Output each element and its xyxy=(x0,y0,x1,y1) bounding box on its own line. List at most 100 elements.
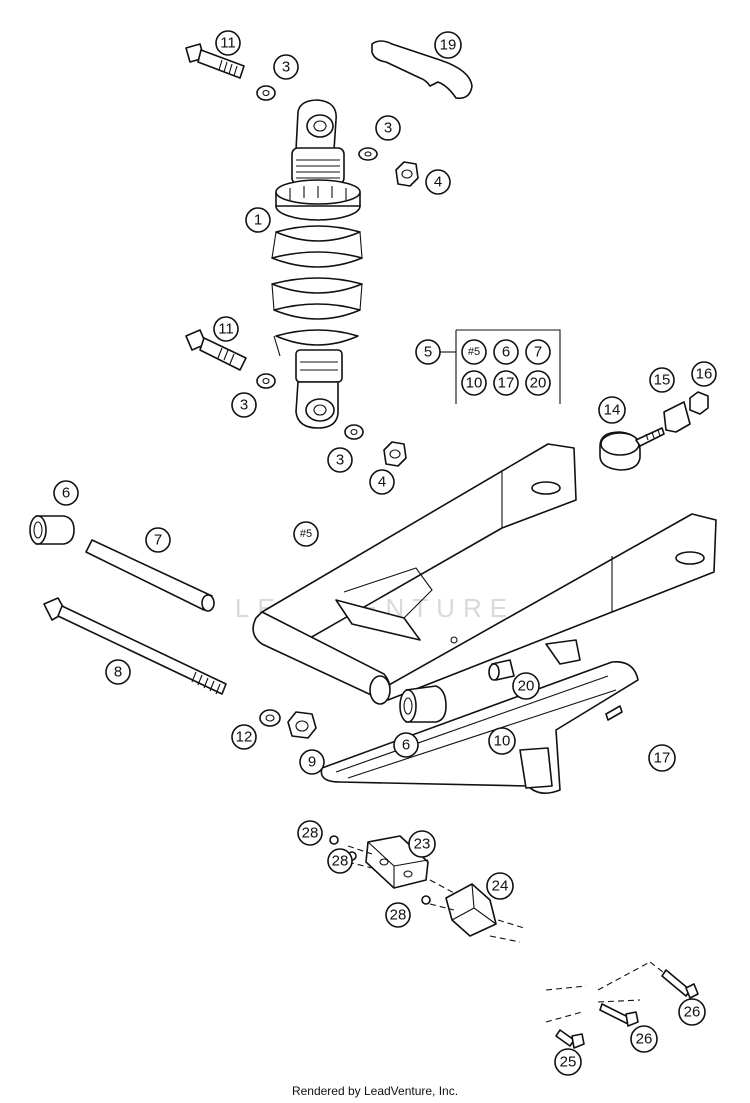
svg-text:28: 28 xyxy=(390,907,407,924)
callout-17: 17 xyxy=(648,744,676,772)
svg-text:#5: #5 xyxy=(468,346,480,358)
callout-25: 25 xyxy=(554,1048,582,1076)
callout-9: 9 xyxy=(299,749,325,775)
bushing-6-left-icon xyxy=(29,515,75,545)
callout-20: 20 xyxy=(512,672,540,700)
bolt-25-icon xyxy=(555,1029,585,1049)
svg-text:20: 20 xyxy=(518,678,535,695)
svg-text:10: 10 xyxy=(466,375,483,392)
svg-text:3: 3 xyxy=(240,397,248,414)
svg-text:8: 8 xyxy=(114,664,122,681)
svg-text:7: 7 xyxy=(154,532,162,549)
nut-9-icon xyxy=(287,711,317,739)
chain-guide-10-icon xyxy=(320,661,639,794)
callout-28-a: 28 xyxy=(297,820,323,846)
callout-3-upper-left: 3 xyxy=(273,54,299,80)
svg-text:3: 3 xyxy=(282,59,290,76)
washer-12-icon xyxy=(259,709,281,727)
callout-6-left: 6 xyxy=(53,480,79,506)
washer-3-lower-left-icon xyxy=(256,373,276,389)
washer-3-lower-right-icon xyxy=(344,424,364,440)
callout-kit-5: 5 xyxy=(415,339,441,365)
callout-28-b: 28 xyxy=(327,848,353,874)
callout-14: 14 xyxy=(598,396,626,424)
svg-text:28: 28 xyxy=(302,825,319,842)
callout-3-upper-right: 3 xyxy=(375,115,401,141)
spanner-wrench-19-icon xyxy=(371,40,473,100)
svg-text:11: 11 xyxy=(218,321,234,338)
svg-text:3: 3 xyxy=(336,452,344,469)
callout-4-lower: 4 xyxy=(369,469,395,495)
svg-text:17: 17 xyxy=(654,750,671,767)
svg-text:23: 23 xyxy=(414,836,431,853)
kit-item-swingarm: #5 xyxy=(461,339,487,365)
callout-23: 23 xyxy=(408,830,436,858)
axle-bolt-8-icon xyxy=(43,597,227,695)
svg-text:6: 6 xyxy=(62,485,70,502)
bushing-20-icon xyxy=(488,659,515,681)
svg-text:4: 4 xyxy=(378,474,386,491)
washer-3-upper-icon xyxy=(256,85,276,101)
callout-3-lower-left: 3 xyxy=(231,392,257,418)
callout-16: 16 xyxy=(691,361,717,387)
callout-7: 7 xyxy=(145,527,171,553)
callout-1: 1 xyxy=(245,207,271,233)
svg-text:9: 9 xyxy=(308,754,316,771)
callout-15: 15 xyxy=(649,367,675,393)
callout-24: 24 xyxy=(486,872,514,900)
callout-4-upper: 4 xyxy=(425,169,451,195)
callout-11-lower: 11 xyxy=(213,316,239,342)
nut-4-lower-icon xyxy=(383,441,407,467)
svg-text:20: 20 xyxy=(530,375,547,392)
svg-text:3: 3 xyxy=(384,120,392,137)
bolt-11-upper-icon xyxy=(185,43,245,79)
callout-11-upper: 11 xyxy=(215,30,241,56)
bolt-11-lower-icon xyxy=(185,329,247,371)
svg-text:11: 11 xyxy=(220,35,236,52)
kit-item-17: 17 xyxy=(493,370,519,396)
callout-3-lower-right: 3 xyxy=(327,447,353,473)
bushing-6-right-icon xyxy=(399,685,447,723)
kit-item-20: 20 xyxy=(525,370,551,396)
footer-credit: Rendered by LeadVenture, Inc. xyxy=(291,1084,459,1098)
svg-text:12: 12 xyxy=(236,729,253,746)
svg-text:#5: #5 xyxy=(300,528,312,540)
callout-19: 19 xyxy=(434,31,462,59)
callout-28-c: 28 xyxy=(385,902,411,928)
svg-text:16: 16 xyxy=(696,366,713,383)
svg-text:5: 5 xyxy=(424,344,432,361)
svg-text:10: 10 xyxy=(494,733,511,750)
nut-16-icon xyxy=(689,391,709,415)
svg-text:24: 24 xyxy=(492,878,509,895)
washer-3-right-icon xyxy=(358,147,378,161)
bolt-26-lower-icon xyxy=(599,1003,639,1027)
svg-text:25: 25 xyxy=(560,1054,577,1071)
bolt-26-upper-icon xyxy=(661,969,699,999)
svg-text:19: 19 xyxy=(440,37,457,54)
svg-text:6: 6 xyxy=(402,737,410,754)
screw-17-icon xyxy=(605,705,623,721)
svg-text:26: 26 xyxy=(684,1004,701,1021)
bracket-15-icon xyxy=(663,401,691,433)
kit-item-10: 10 xyxy=(461,370,487,396)
kit-box xyxy=(440,329,561,404)
callout-10: 10 xyxy=(488,727,516,755)
callout-swingarm-5: #5 xyxy=(293,521,319,547)
svg-text:6: 6 xyxy=(502,344,510,361)
swingarm-5-icon xyxy=(252,443,717,705)
svg-text:17: 17 xyxy=(498,375,515,392)
svg-text:28: 28 xyxy=(332,853,349,870)
svg-text:7: 7 xyxy=(534,344,542,361)
svg-text:1: 1 xyxy=(254,212,262,229)
rubber-buffer-14-icon xyxy=(599,427,665,471)
sprocket-guide-24-icon xyxy=(445,883,497,937)
shock-absorber-1-icon xyxy=(271,99,363,429)
svg-text:15: 15 xyxy=(654,372,671,389)
svg-text:26: 26 xyxy=(636,1031,653,1048)
svg-text:14: 14 xyxy=(604,402,621,419)
svg-text:4: 4 xyxy=(434,174,442,191)
callout-26-lower: 26 xyxy=(630,1025,658,1053)
nut-4-upper-icon xyxy=(395,161,419,187)
callout-8: 8 xyxy=(105,659,131,685)
